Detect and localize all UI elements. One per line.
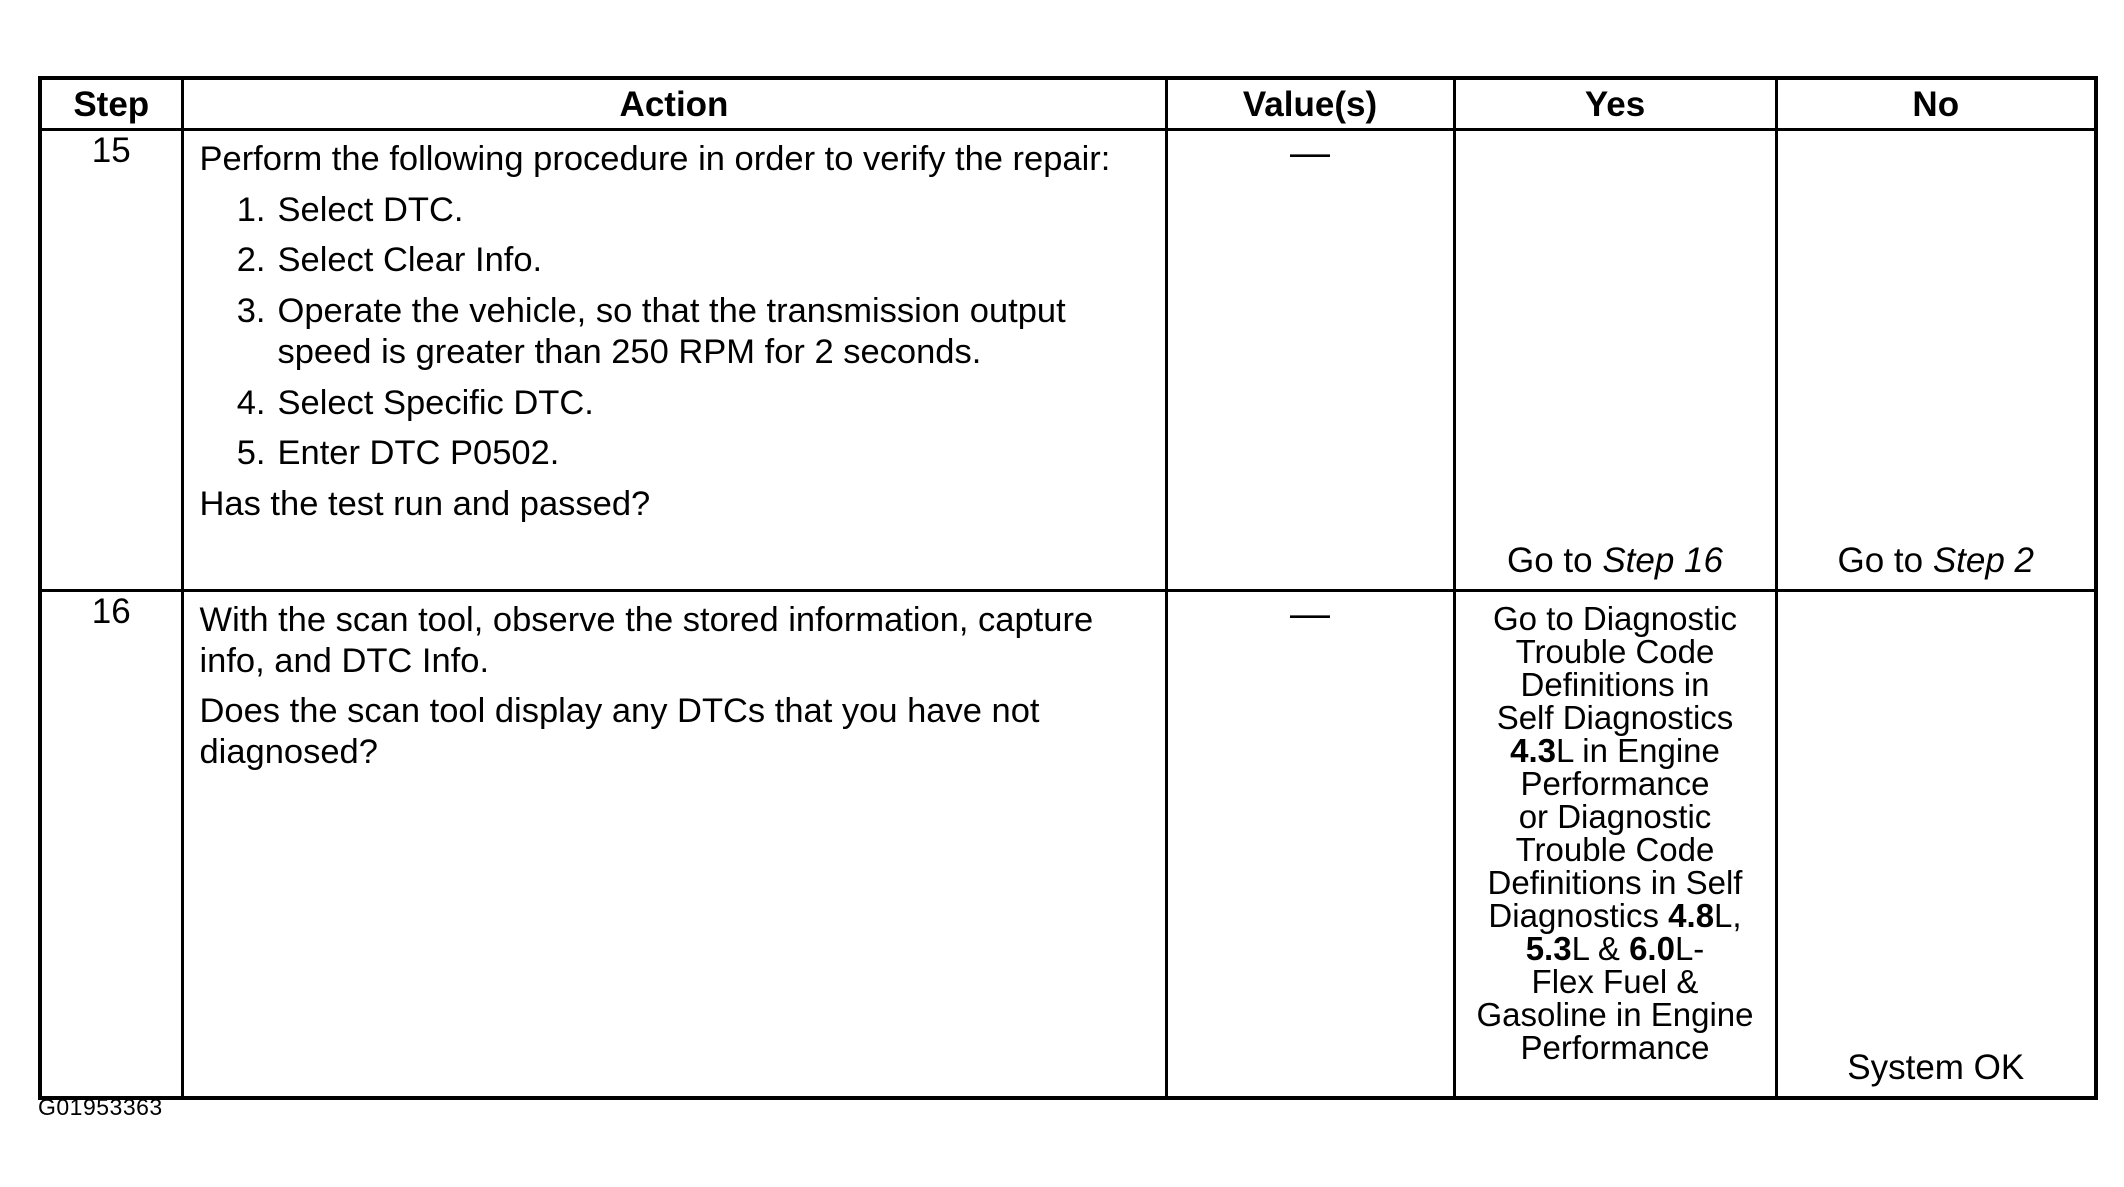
yes-line-text: L,: [1714, 897, 1742, 934]
yes-line: Performance: [1520, 1029, 1710, 1066]
action-question: Has the test run and passed?: [199, 484, 651, 523]
procedure-item: 2. Select Clear Info.: [200, 240, 1151, 281]
header-values: Value(s): [1164, 76, 1456, 131]
procedure-item-text: Operate the vehicle, so that the transmi…: [277, 292, 1066, 371]
procedure-item-text: Select Clear Info.: [277, 241, 543, 280]
procedure-item-text: Select Specific DTC.: [277, 383, 594, 422]
header-action: Action: [180, 76, 1168, 131]
yes-line: Gasoline in Engine: [1476, 996, 1754, 1033]
step-number: 16: [38, 589, 184, 1100]
yes-line: Definitions in Self: [1487, 864, 1743, 901]
yes-line-text: L &: [1571, 930, 1630, 967]
no-system-ok: System OK: [1847, 1048, 2025, 1087]
value-cell: —: [1164, 128, 1456, 592]
value-cell: —: [1164, 589, 1456, 1100]
procedure-item-number: 2.: [236, 241, 266, 280]
engine-size: 5.3: [1525, 930, 1572, 967]
procedure-item-number: 3.: [236, 292, 266, 331]
header-row: Step Action Value(s) Yes No: [38, 76, 2098, 131]
table-row-step-15: 15 Perform the following procedure in or…: [38, 128, 2098, 592]
yes-prefix: Go to: [1507, 541, 1603, 580]
no-step-link[interactable]: Step 2: [1932, 541, 2035, 580]
procedure-item: 3. Operate the vehicle, so that the tran…: [200, 291, 1151, 372]
yes-cell[interactable]: Go to Diagnostic Trouble Code Definition…: [1452, 589, 1778, 1100]
header-step: Step: [38, 76, 184, 131]
step-number: 15: [38, 128, 184, 592]
procedure-item-number: 1.: [236, 190, 266, 229]
procedure-item: 5. Enter DTC P0502.: [200, 433, 1151, 474]
yes-line-text: L in Engine: [1555, 732, 1720, 769]
action-cell: With the scan tool, observe the stored i…: [180, 589, 1168, 1100]
yes-line: Definitions in: [1520, 666, 1710, 703]
procedure-item-number: 5.: [236, 434, 266, 473]
yes-line: Trouble Code: [1515, 831, 1715, 868]
no-go-to-step-2[interactable]: Go to Step 2: [1778, 541, 2095, 581]
yes-line: Diagnostics 4.8L,: [1456, 899, 1775, 932]
yes-line-text: Diagnostics: [1488, 897, 1669, 934]
action-intro: With the scan tool, observe the stored i…: [199, 601, 1094, 680]
yes-line: 5.3L & 6.0L-: [1456, 932, 1775, 965]
procedure-item-text: Enter DTC P0502.: [277, 434, 560, 473]
action-cell: Perform the following procedure in order…: [180, 128, 1168, 592]
yes-line: Performance: [1520, 765, 1710, 802]
action-question: Does the scan tool display any DTCs that…: [199, 692, 1040, 772]
engine-size: 4.3: [1510, 732, 1556, 769]
yes-line: Flex Fuel &: [1531, 963, 1699, 1000]
yes-line: or Diagnostic: [1518, 798, 1712, 835]
yes-go-to-step-16[interactable]: Go to Step 16: [1456, 541, 1775, 581]
procedure-item: 4. Select Specific DTC.: [200, 383, 1151, 424]
yes-line: 4.3L in Engine: [1456, 734, 1775, 767]
yes-line: Go to Diagnostic: [1493, 600, 1737, 637]
table-row-step-16: 16 With the scan tool, observe the store…: [38, 589, 2098, 1100]
procedure-list: 1. Select DTC. 2. Select Clear Info. 3. …: [200, 190, 1151, 474]
header-yes: Yes: [1452, 76, 1778, 131]
procedure-item: 1. Select DTC.: [200, 190, 1151, 231]
yes-line: Trouble Code: [1515, 633, 1715, 670]
engine-size: 4.8: [1668, 897, 1715, 934]
procedure-item-number: 4.: [236, 383, 266, 422]
yes-step-link[interactable]: Step 16: [1602, 541, 1723, 580]
yes-cell: Go to Step 16: [1452, 128, 1778, 592]
yes-line-text: L-: [1674, 930, 1705, 967]
procedure-item-text: Select DTC.: [277, 190, 464, 229]
header-no: No: [1774, 76, 2098, 131]
no-cell: System OK: [1774, 589, 2098, 1100]
yes-line: Self Diagnostics: [1496, 699, 1734, 736]
diagnostic-table: Step Action Value(s) Yes No 15 Perform t…: [38, 76, 2098, 1100]
figure-id: G01953363: [38, 1094, 163, 1120]
engine-size: 6.0: [1629, 930, 1675, 967]
no-prefix: Go to: [1837, 541, 1933, 580]
action-intro: Perform the following procedure in order…: [199, 140, 1111, 178]
no-cell: Go to Step 2: [1774, 128, 2098, 592]
